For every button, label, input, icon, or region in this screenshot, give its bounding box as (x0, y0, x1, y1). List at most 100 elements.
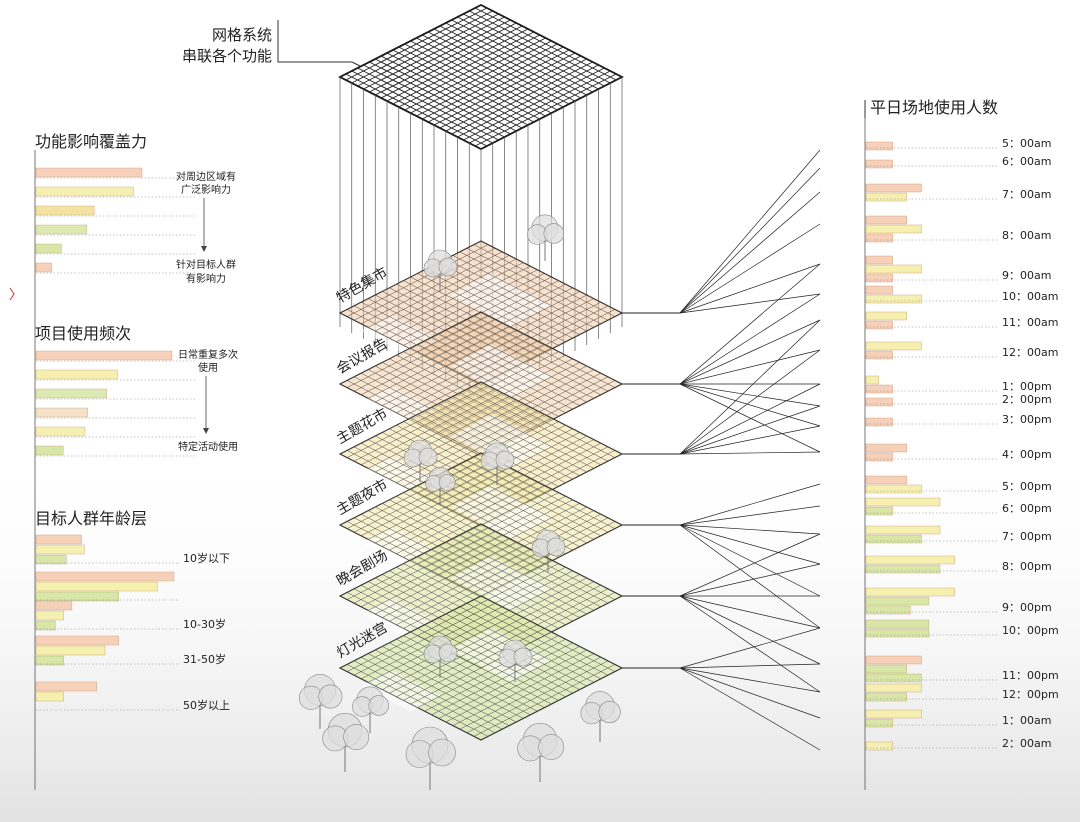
bar (865, 183, 922, 193)
usage-slot: 7：00pm (865, 525, 1052, 544)
usage-time-label: 11：00am (1002, 316, 1058, 329)
tree-sketch (498, 639, 533, 682)
red-mark-icon (9, 287, 15, 301)
usage-slot: 10：00am (865, 285, 1058, 304)
layer-patch (361, 670, 441, 712)
bar (865, 273, 893, 283)
influence-note-top-1: 对周边区域有 (176, 170, 236, 183)
usage-time-label: 2：00pm (1002, 393, 1052, 406)
bar (35, 554, 67, 565)
bar (35, 571, 175, 582)
age-group-label: 31-50岁 (183, 652, 226, 666)
tree-sketch (352, 686, 389, 733)
grid-system-label: 网格系统 串联各个功能 (182, 20, 373, 73)
frequency-note-top-1: 日常重复多次 (178, 348, 238, 361)
bar (865, 525, 941, 535)
frequency-chart: 项目使用频次 日常重复多次 使用 特定活动使用 (35, 324, 238, 457)
age-group: 31-50岁 (35, 635, 226, 666)
age-group-label: 10-30岁 (183, 617, 226, 631)
usage-time-label: 4：00pm (1002, 448, 1052, 461)
usage-chart: 平日场地使用人数 5：00am6：00am7：00am8：00am9：00am1… (865, 98, 1059, 751)
bar (865, 605, 911, 615)
age-group: 10-30岁 (35, 600, 226, 631)
influence-note-bottom-2: 有影响力 (186, 272, 226, 285)
usage-time-label: 6：00pm (1002, 502, 1052, 515)
bar (865, 320, 893, 330)
frequency-title: 项目使用频次 (35, 324, 131, 343)
usage-time-label: 9：00pm (1002, 601, 1052, 614)
age-title: 目标人群年龄层 (35, 509, 147, 528)
bar (865, 484, 922, 494)
bar (35, 369, 118, 380)
bar (865, 159, 893, 169)
bar (865, 673, 922, 683)
tree-sketch (425, 466, 456, 505)
bar (35, 445, 64, 456)
tree-sketch (298, 674, 343, 729)
bar (865, 311, 907, 321)
usage-time-label: 7：00am (1002, 188, 1051, 201)
bar (865, 683, 922, 693)
connector-lines (679, 149, 821, 751)
bar (865, 417, 893, 427)
usage-time-label: 5：00am (1002, 137, 1051, 150)
bar (865, 294, 922, 304)
bar (865, 564, 941, 574)
usage-slot: 1：00pm (865, 375, 1052, 394)
top-grid-system (338, 3, 624, 151)
grid-system-line2: 串联各个功能 (182, 47, 272, 65)
bar (865, 141, 893, 151)
tree-sketch (527, 214, 564, 261)
bar (35, 426, 86, 437)
grid-system-line1: 网格系统 (212, 26, 272, 44)
usage-time-label: 12：00am (1002, 346, 1058, 359)
down-arrow-icon (201, 246, 207, 252)
age-group: 10岁以下 (35, 534, 230, 565)
bar (865, 628, 930, 638)
bar (865, 285, 893, 295)
usage-slot: 12：00pm (865, 683, 1059, 702)
bar (865, 475, 907, 485)
usage-time-label: 11：00pm (1002, 669, 1059, 682)
usage-slot: 1：00am (865, 709, 1051, 728)
bar (865, 341, 922, 351)
usage-slot: 2：00pm (865, 393, 1052, 407)
usage-slot: 4：00pm (865, 443, 1052, 462)
usage-time-label: 9：00am (1002, 269, 1051, 282)
influence-title: 功能影响覆盖力 (35, 132, 147, 151)
usage-time-label: 10：00am (1002, 290, 1058, 303)
tree-sketch (517, 722, 565, 782)
bar (865, 443, 907, 453)
bar (865, 709, 922, 719)
bar (865, 233, 893, 243)
bar (35, 167, 143, 178)
tree-sketch (405, 726, 456, 790)
bar (35, 610, 64, 621)
usage-time-label: 1：00pm (1002, 380, 1052, 393)
influence-note-top-2: 广泛影响力 (181, 183, 231, 196)
usage-slot: 6：00am (865, 155, 1051, 169)
bar (35, 388, 107, 399)
bar (35, 655, 64, 666)
bar (865, 555, 956, 565)
bar (865, 692, 907, 702)
usage-slot: 11：00pm (865, 655, 1059, 683)
bar (35, 544, 85, 555)
bar (35, 635, 120, 646)
usage-slot: 5：00am (865, 137, 1051, 151)
usage-time-label: 7：00pm (1002, 530, 1052, 543)
bar (35, 205, 95, 216)
down-arrow-icon (203, 428, 209, 434)
bar (35, 350, 173, 361)
bar (35, 262, 53, 273)
frequency-note-bottom-1: 特定活动使用 (178, 440, 238, 453)
usage-slot: 12：00am (865, 341, 1058, 360)
usage-slot: 8：00pm (865, 555, 1052, 574)
bar (865, 264, 922, 274)
bar (35, 407, 88, 418)
bar (865, 375, 879, 385)
bar (865, 741, 893, 751)
bar (865, 587, 956, 597)
usage-slot: 5：00pm (865, 475, 1052, 494)
